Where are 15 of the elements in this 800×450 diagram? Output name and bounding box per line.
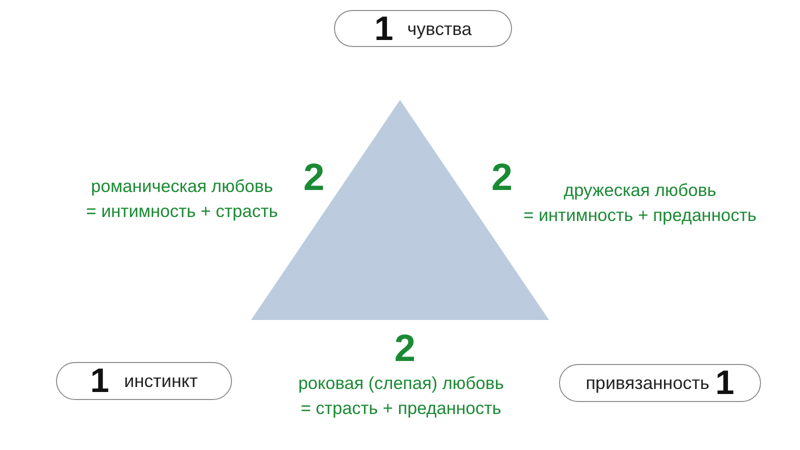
love-formula-text: роковая (слепая) любовь = страсть + преданность bbox=[298, 372, 504, 420]
level-number: 2 bbox=[303, 159, 325, 197]
level-number: 1 bbox=[374, 12, 394, 46]
level-number: 1 bbox=[715, 366, 734, 400]
pill-frame bbox=[559, 364, 761, 402]
concept-label: привязанность bbox=[586, 374, 710, 392]
love-formula-text: романическая любовь = интимность + страсть bbox=[86, 175, 278, 223]
concept-label: инстинкт bbox=[124, 372, 198, 390]
concept-label: чувства bbox=[407, 20, 472, 38]
level-number: 2 bbox=[491, 159, 513, 197]
love-formula-text: дружеская любовь = интимность + преданность bbox=[524, 179, 756, 227]
pill-frame bbox=[56, 362, 232, 400]
pill-frame bbox=[334, 10, 512, 47]
level-number: 1 bbox=[90, 364, 110, 398]
level-number: 2 bbox=[394, 330, 416, 368]
